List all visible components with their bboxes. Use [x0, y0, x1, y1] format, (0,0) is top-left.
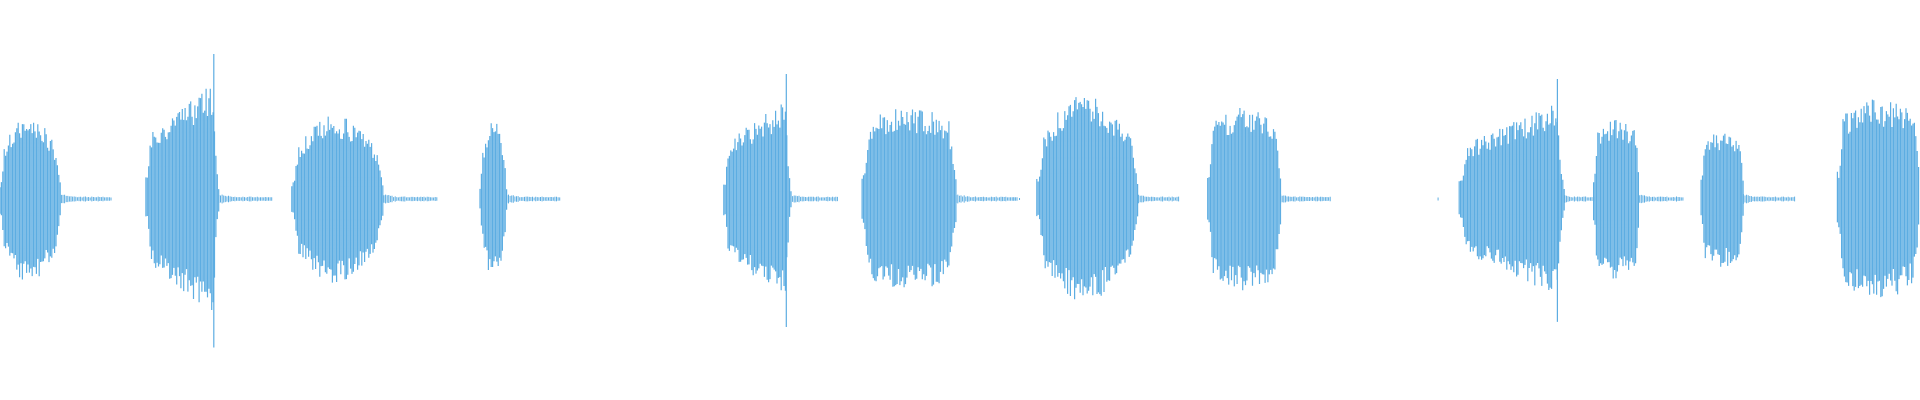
waveform-decay-tail	[1138, 194, 1180, 204]
waveform-decay-tail	[60, 194, 112, 204]
waveform-burst-body	[723, 74, 792, 327]
waveform-burst	[1036, 97, 1180, 300]
waveform-decay-tail	[1564, 195, 1595, 203]
waveform-decay-tail	[955, 194, 1018, 204]
waveform-burst-body	[1836, 99, 1920, 298]
waveform-burst	[145, 54, 273, 348]
waveform-burst-body	[479, 123, 508, 270]
waveform-burst-body	[145, 54, 220, 348]
waveform-burst	[479, 123, 561, 270]
waveform-decay-tail	[1742, 194, 1796, 204]
waveform-burst-body	[0, 122, 61, 280]
waveform-decay-tail	[506, 194, 561, 204]
waveform-decay-tail	[218, 194, 273, 204]
waveform-decay-tail	[383, 194, 438, 204]
waveform-burst	[0, 122, 112, 280]
waveform-burst	[291, 116, 438, 283]
waveform-decay-tail	[790, 194, 838, 204]
waveform-burst-body	[1207, 108, 1282, 291]
waveform-burst-body	[1458, 79, 1565, 322]
waveform-burst-body	[1036, 97, 1139, 300]
waveform-burst	[861, 109, 1018, 288]
waveform-burst	[1836, 99, 1920, 298]
waveform-burst-body	[861, 109, 957, 288]
waveform-burst-body	[1593, 120, 1639, 279]
waveform-burst-body	[1700, 133, 1744, 267]
waveform-decay-tail	[1639, 194, 1684, 204]
waveform-burst	[1700, 133, 1796, 267]
waveform-burst	[723, 74, 838, 327]
waveform-burst	[1593, 120, 1684, 279]
waveform-burst-body	[291, 116, 384, 283]
waveform-burst	[1207, 108, 1331, 291]
waveform-burst	[1458, 79, 1595, 322]
waveform-decay-tail	[1280, 194, 1331, 204]
